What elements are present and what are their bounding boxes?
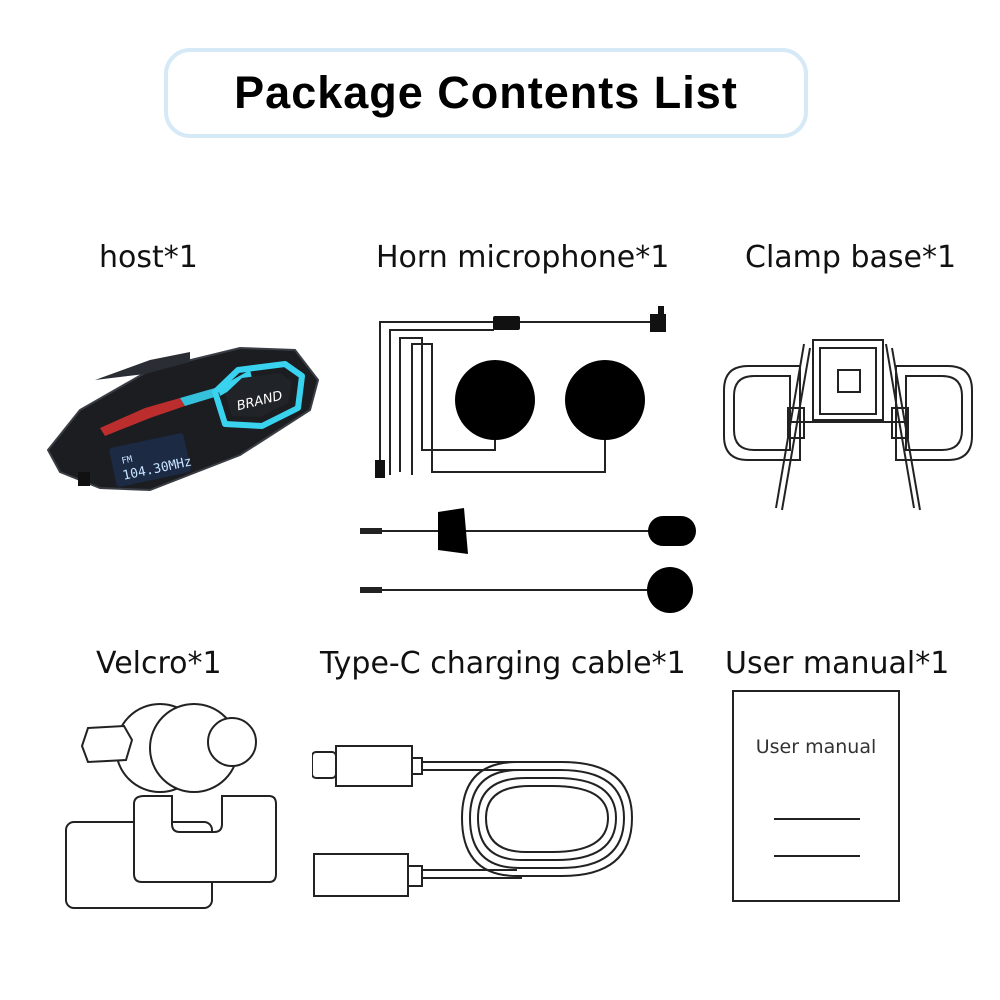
lcd-screen (109, 433, 191, 487)
title-banner: Package Contents List (164, 48, 808, 138)
item-label-horn-microphone: Horn microphone*1 (376, 240, 670, 275)
item-label-clamp-base: Clamp base*1 (745, 240, 957, 275)
user-manual-icon: User manual (732, 690, 900, 902)
speakers-and-microphones-icon (360, 306, 696, 613)
lcd-mode: FM (121, 455, 134, 467)
item-label-host: host*1 (99, 240, 198, 275)
page-title: Package Contents List (234, 67, 738, 118)
clamp-base-icon (723, 339, 973, 511)
item-label-velcro: Velcro*1 (96, 646, 222, 681)
bluetooth-headset-unit-icon: BRAND FM 104.30MHz (46, 346, 320, 492)
item-label-type-c-cable: Type-C charging cable*1 (320, 646, 686, 681)
usb-c-cable-icon (312, 745, 634, 897)
item-label-user-manual: User manual*1 (725, 646, 950, 681)
velcro-pads-icon (65, 703, 277, 909)
manual-cover-text: User manual (756, 736, 877, 758)
